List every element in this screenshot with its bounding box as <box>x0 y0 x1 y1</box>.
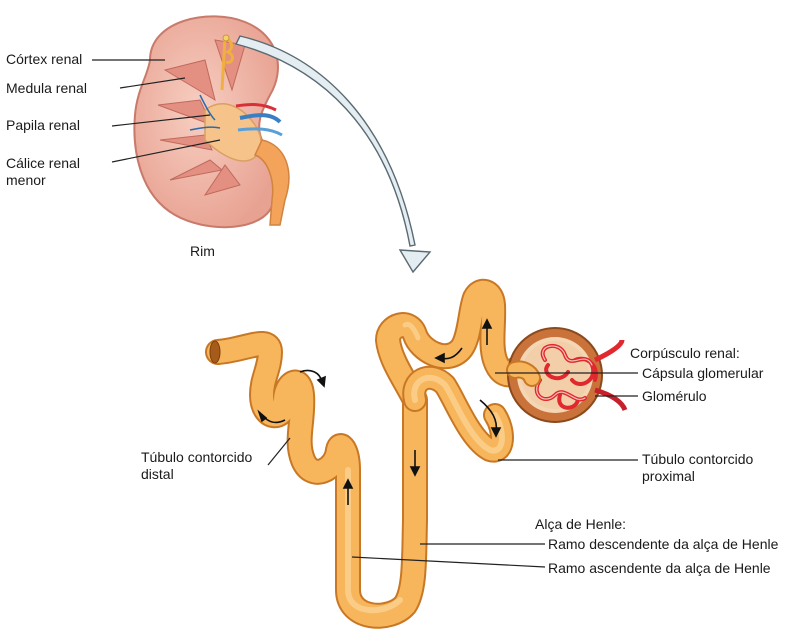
label-ascending-limb: Ramo ascendente da alça de Henle <box>548 560 771 576</box>
glomerulus-capillaries-highlight <box>536 345 593 401</box>
loop-title: Alça de Henle: <box>535 516 627 532</box>
renal-corpuscle <box>506 327 628 423</box>
cortex-nephron-marker <box>220 36 234 91</box>
label-proximal-line2: proximal <box>642 468 695 484</box>
label-calyx-line1: Cálice renal <box>6 155 80 171</box>
label-glomerular-capsule: Cápsula glomerular <box>642 365 764 381</box>
label-cortex: Córtex renal <box>6 51 83 67</box>
label-medulla: Medula renal <box>6 80 87 96</box>
renal-pelvis <box>189 94 290 226</box>
label-descending-limb: Ramo descendente da alça de Henle <box>548 536 779 552</box>
nephron-tubule <box>205 278 528 629</box>
label-distal-line2: distal <box>141 466 174 482</box>
nephron-leader-lines <box>267 372 638 568</box>
flow-arrows <box>257 318 502 505</box>
zoom-arrowhead <box>398 249 432 274</box>
kidney-illustration <box>133 15 290 229</box>
label-calyx-line2: menor <box>6 172 46 188</box>
label-papilla: Papila renal <box>6 117 80 133</box>
medulla-pyramids <box>157 39 246 196</box>
kidney-leader-lines <box>92 59 221 163</box>
zoom-arrow <box>234 35 416 247</box>
label-glomerulus: Glomérulo <box>642 388 707 404</box>
label-proximal-line1: Túbulo contorcido <box>642 451 754 467</box>
label-distal-line1: Túbulo contorcido <box>141 449 253 465</box>
corpuscle-title: Corpúsculo renal: <box>630 345 740 361</box>
distal-tubule-opening <box>209 340 221 364</box>
kidney-caption: Rim <box>190 243 215 259</box>
